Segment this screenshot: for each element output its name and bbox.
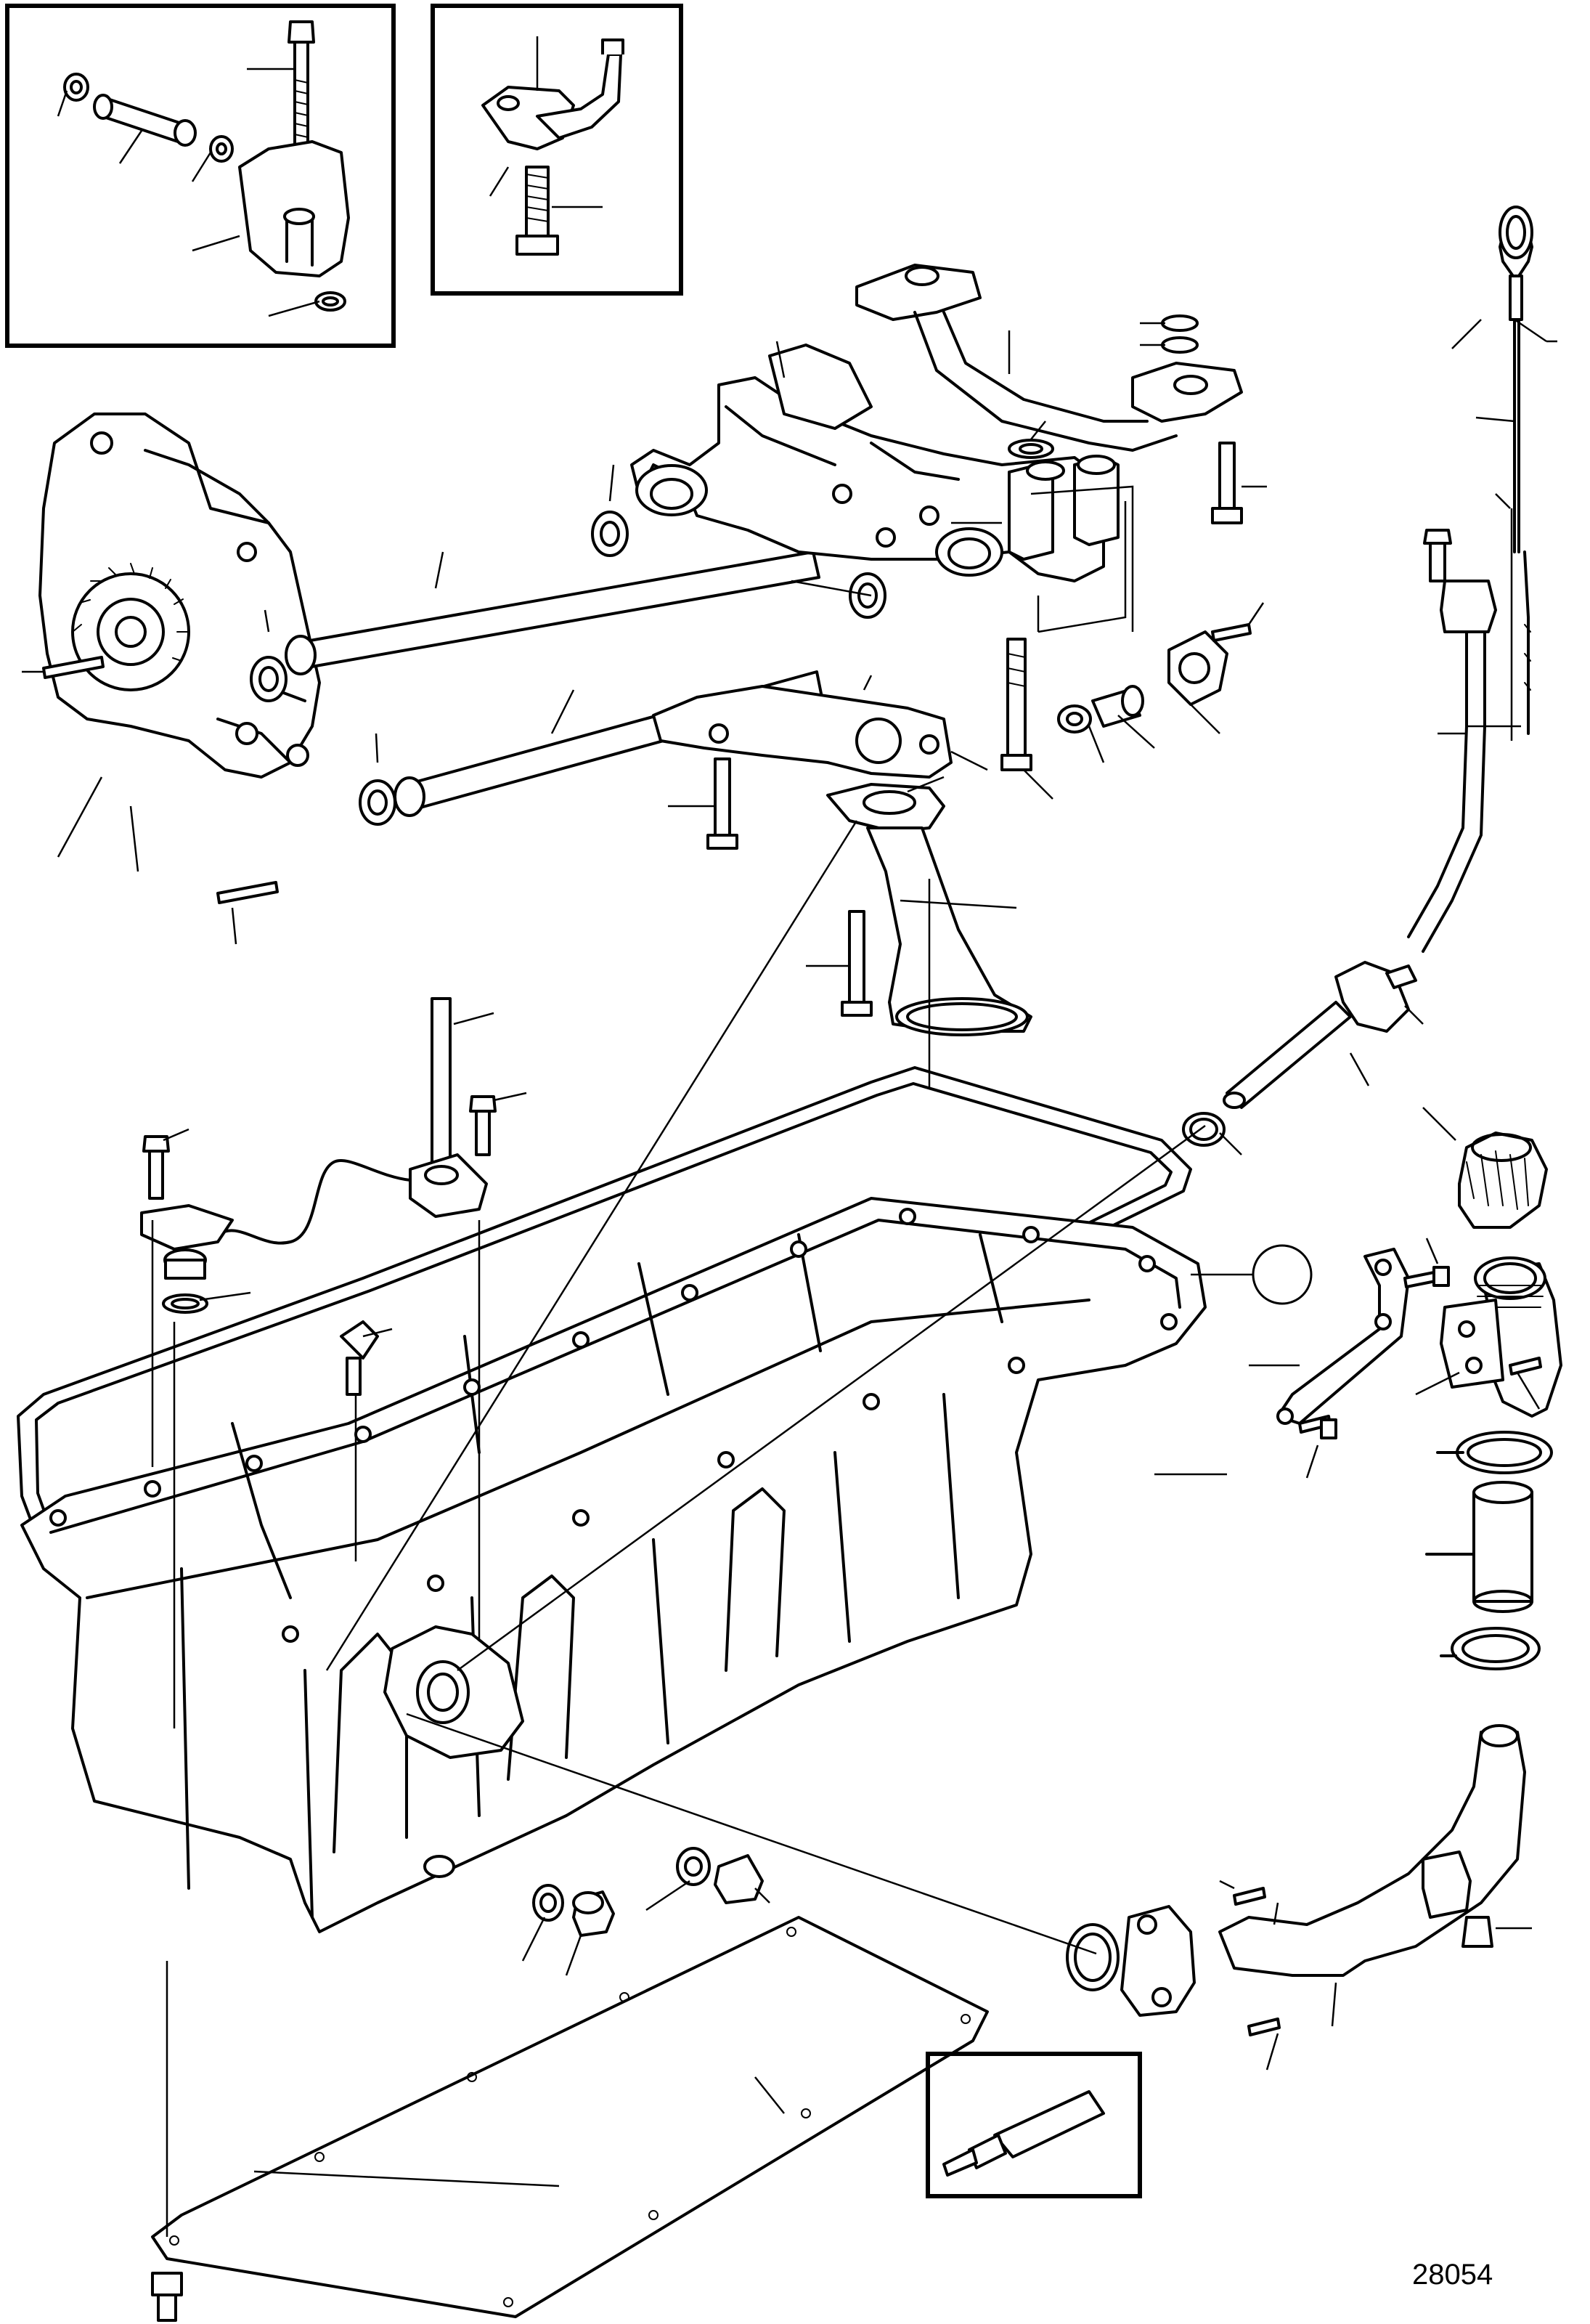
oil-pump (22, 413, 321, 945)
relief-valve (1037, 501, 1265, 763)
long-bolts (1000, 638, 1053, 800)
reference-circle (1252, 1244, 1313, 1305)
dipstick-assembly (1182, 206, 1557, 1155)
figure-reference-number: 28054 (1412, 2259, 1493, 2291)
inset-pipe-bracket-detail (431, 4, 683, 296)
oil-manifold (630, 341, 1134, 632)
pan-flange-holes (49, 1208, 1178, 1643)
oil-filler-assembly (1154, 1107, 1562, 1670)
inset-bracket-detail (5, 4, 396, 348)
oil-level-sensor (140, 997, 527, 1728)
suction-pipe (855, 264, 1267, 524)
strainer-housing (652, 675, 1032, 1089)
sealant-inset (926, 2052, 1142, 2198)
drain-plugs (521, 1847, 770, 1976)
filler-pipe (1066, 1724, 1532, 2071)
oil-pan (20, 1197, 1207, 1933)
sump-cover-plate (151, 820, 1206, 2322)
